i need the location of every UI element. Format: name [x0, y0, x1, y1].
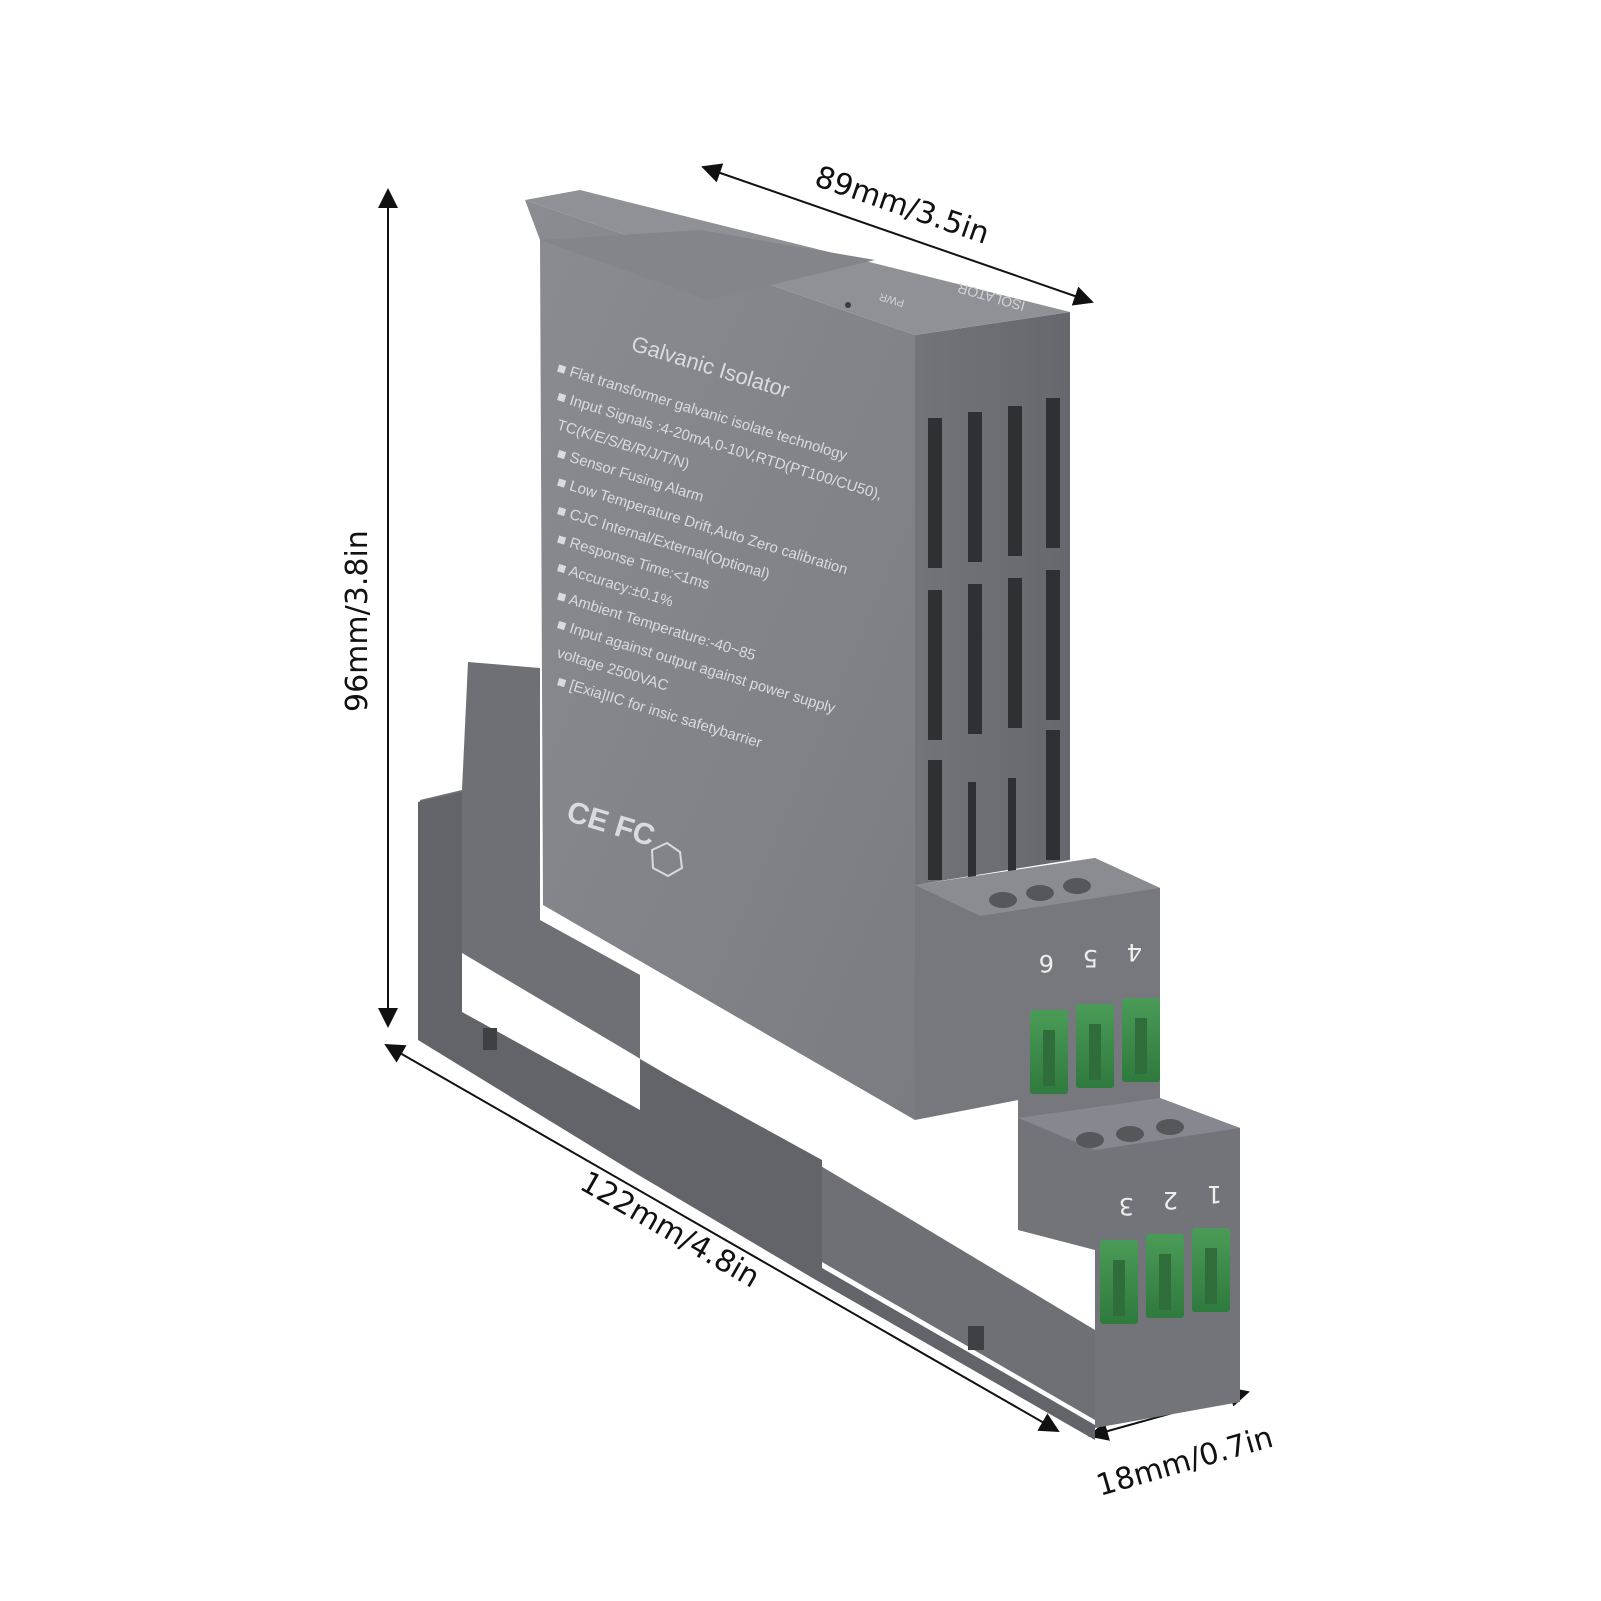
terminal-screw	[1063, 878, 1091, 894]
din-rail-base	[420, 662, 1095, 1420]
terminal-number-3: 3	[1119, 1192, 1134, 1220]
din-clip-slot	[483, 1028, 497, 1050]
terminal-screw	[989, 892, 1017, 908]
lower-terminal-top	[1018, 1098, 1240, 1150]
lower-terminal-plugs	[1100, 1228, 1230, 1324]
terminal-number-2: 2	[1163, 1186, 1178, 1214]
ex-mark-icon	[650, 841, 684, 878]
terminal-screw	[1156, 1119, 1184, 1135]
side-vents	[928, 398, 1060, 880]
terminal-number-4: 4	[1127, 938, 1142, 966]
height-label: 96mm/3.8in	[340, 530, 375, 712]
front-face	[525, 200, 915, 1120]
depth-label: 89mm/3.5in	[810, 159, 993, 251]
terminal-number-6: 6	[1039, 949, 1054, 977]
isolator-housing: ISOLATOR PWR 6 5 4	[418, 190, 1240, 1440]
terminal-number-1: 1	[1207, 1180, 1222, 1208]
power-led	[845, 302, 851, 308]
upper-terminal-plugs	[1030, 998, 1160, 1094]
terminal-screw	[1116, 1126, 1144, 1142]
terminal-number-5: 5	[1083, 944, 1098, 972]
length-dimension-line	[384, 1044, 1060, 1432]
side-face	[915, 312, 1070, 885]
din-rail-bottom-edge	[418, 792, 1095, 1440]
depth-dimension-line	[701, 163, 1094, 306]
width-label: 18mm/0.7in	[1093, 1420, 1277, 1504]
terminal-screw	[1076, 1132, 1104, 1148]
terminal-screw	[1026, 885, 1054, 901]
top-cap-step	[540, 230, 875, 300]
din-clip-slot	[968, 1326, 984, 1350]
